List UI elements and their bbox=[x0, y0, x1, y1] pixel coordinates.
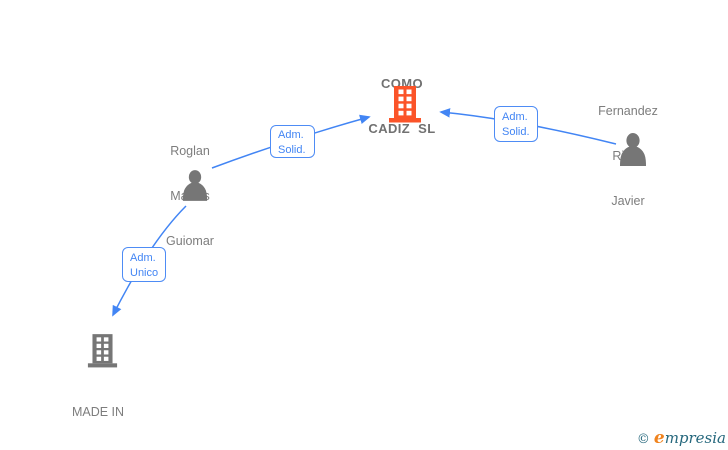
edge-label-line: Solid. bbox=[502, 125, 530, 138]
empresia-watermark: ©empresia bbox=[637, 428, 726, 448]
building-icon-como-cadiz[interactable] bbox=[388, 86, 422, 123]
edge-label-adm-unico: Adm. Unico bbox=[122, 247, 166, 282]
copyright-icon: © bbox=[636, 432, 650, 447]
edge-label-adm-solid-roglan: Adm. Solid. bbox=[270, 125, 315, 158]
edge-label-line: Adm. bbox=[502, 111, 528, 123]
brand-logo-text: mpresia bbox=[664, 429, 726, 447]
person-icon-roglan[interactable] bbox=[181, 170, 209, 201]
node-label-made-in-art-studio-sl[interactable]: MADE IN ART STUDIO SL bbox=[71, 405, 125, 419]
edge-label-line: Solid. bbox=[278, 143, 306, 156]
edge-label-line: Unico bbox=[130, 266, 159, 279]
person-icon-fernandez[interactable] bbox=[618, 133, 648, 166]
edge-label-line: Adm. bbox=[278, 129, 304, 141]
building-icon-made-in-art-studio[interactable] bbox=[87, 334, 118, 368]
brand-logo-text-initial: e bbox=[653, 428, 665, 448]
edge-label-line: Adm. bbox=[130, 252, 156, 264]
edge-label-adm-solid-fernandez: Adm. Solid. bbox=[494, 106, 538, 142]
